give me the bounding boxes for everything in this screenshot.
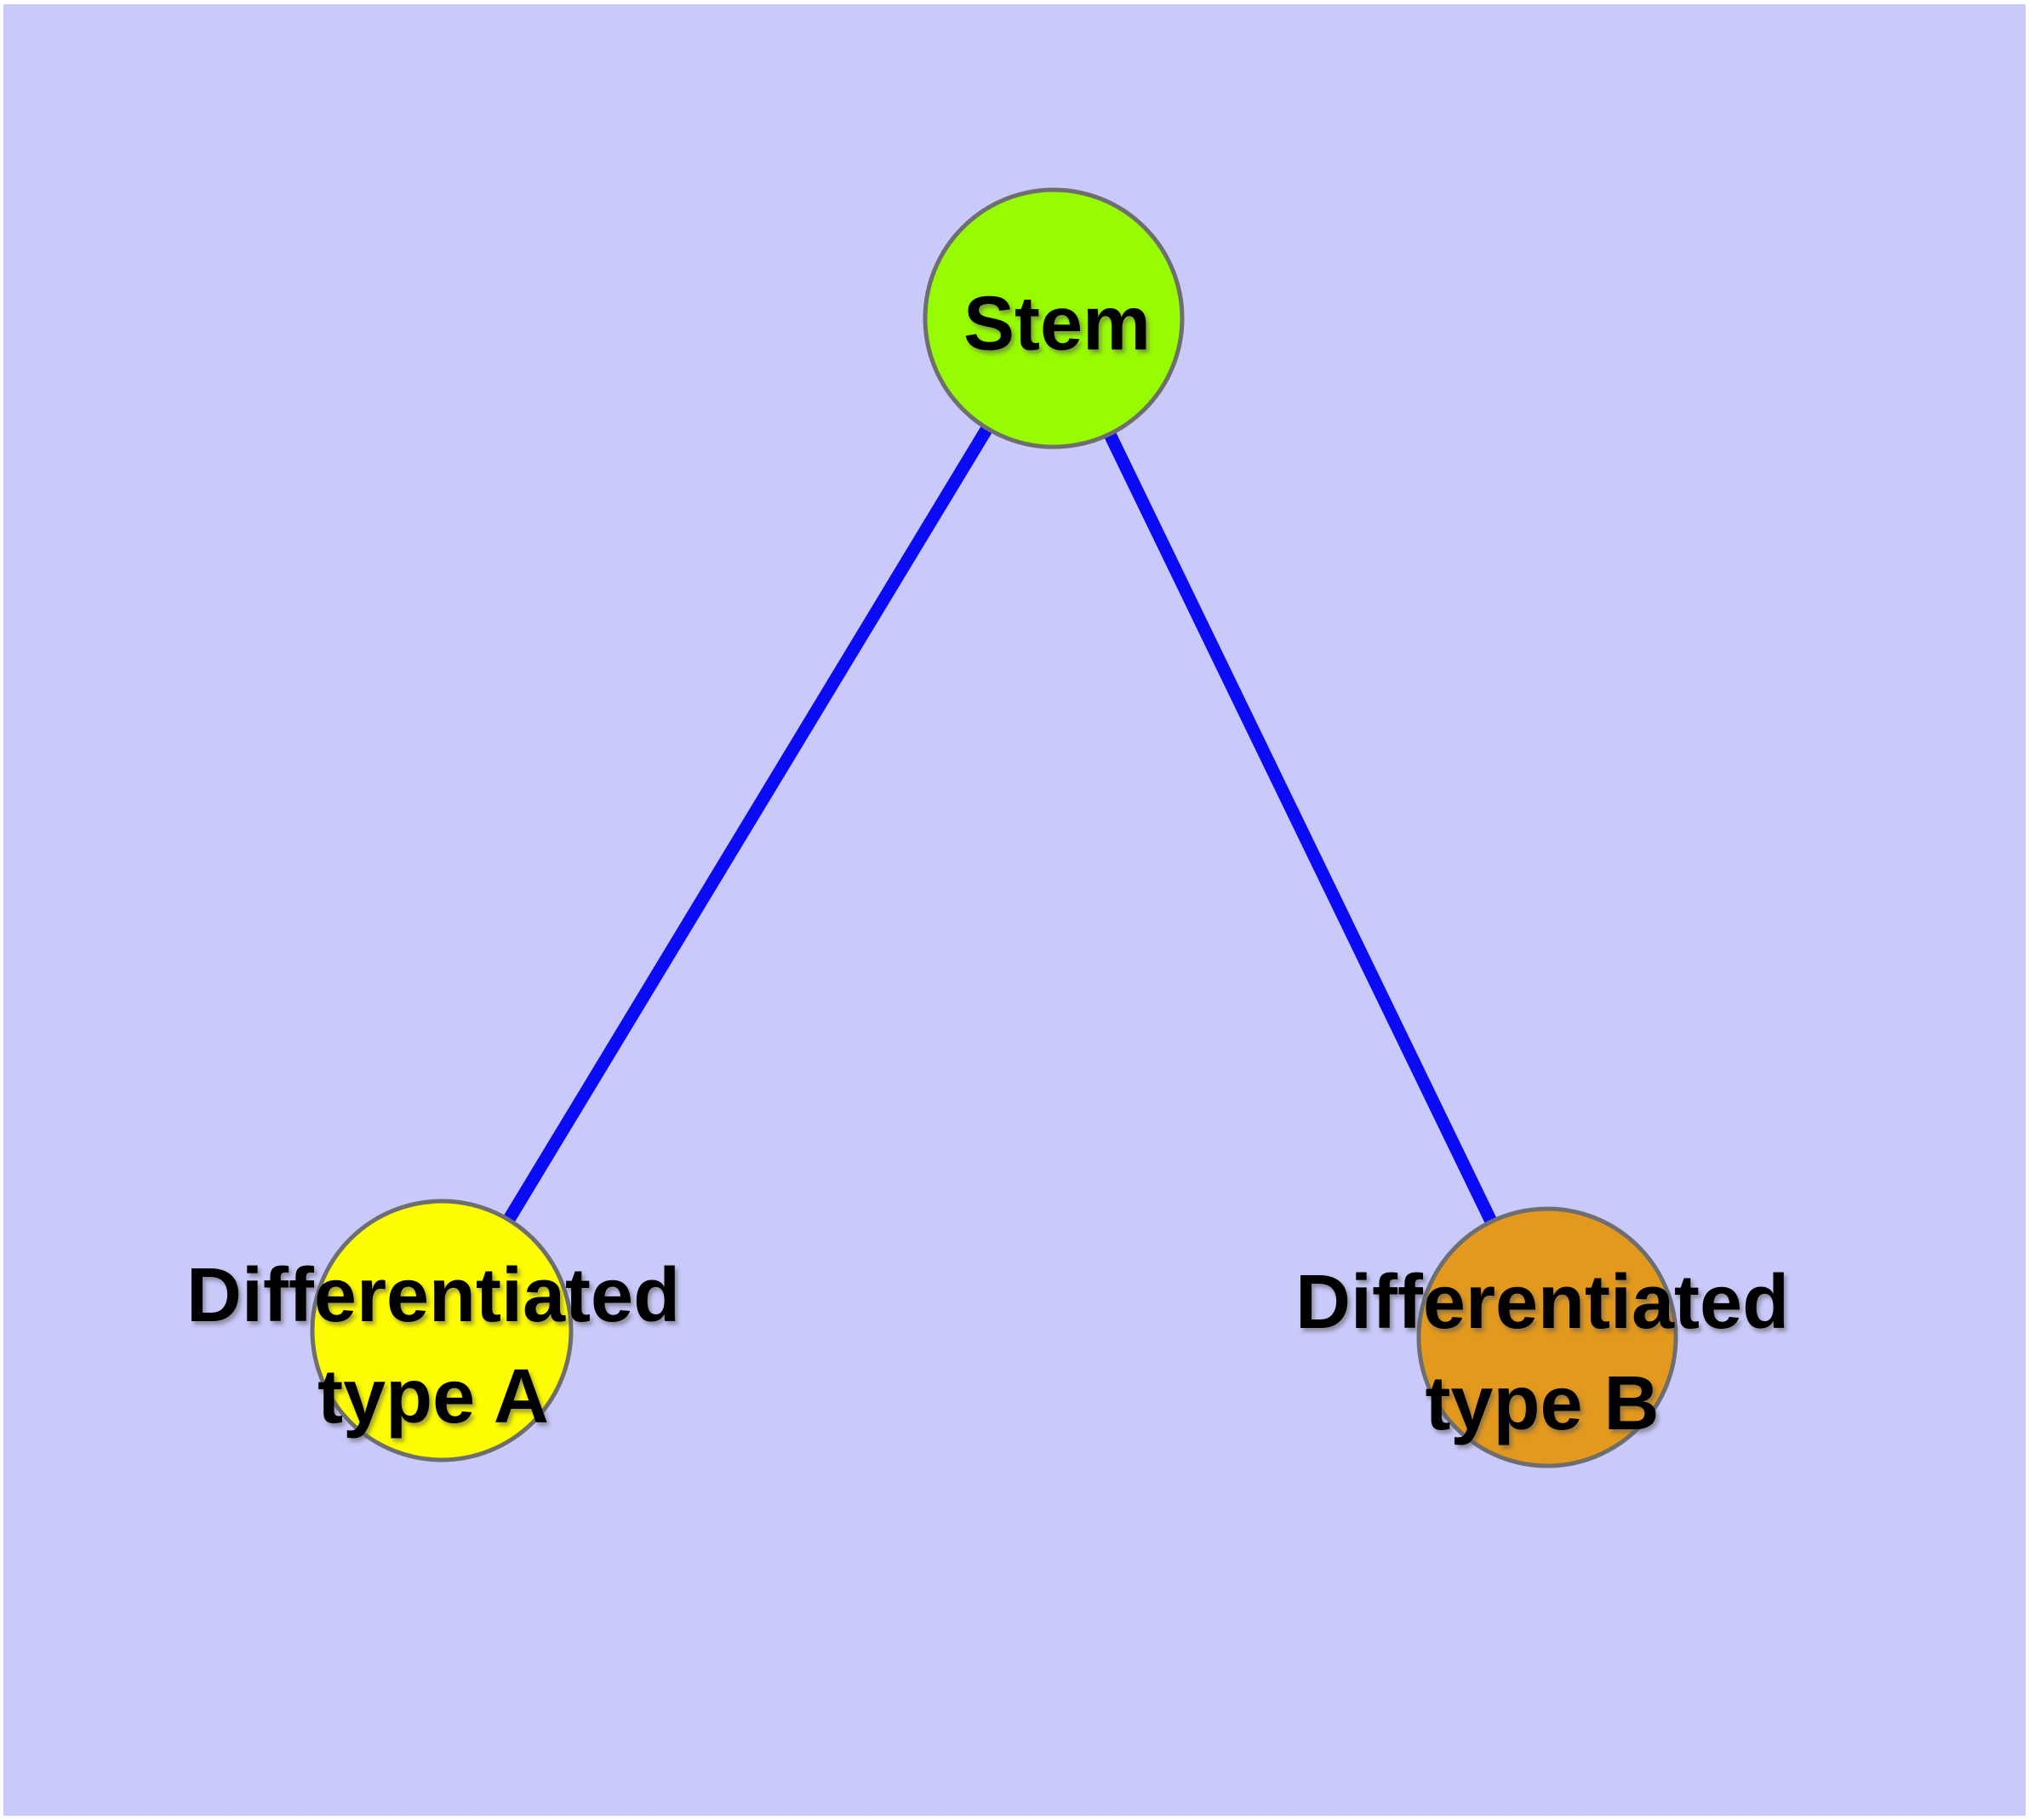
- node-stem-label: Stem: [963, 281, 1152, 367]
- node-type-b-circle: [1416, 1206, 1678, 1468]
- node-stem-circle: [923, 187, 1185, 449]
- edge-stem-to-type-b: [1048, 315, 1553, 1341]
- edge-stem-to-type-a: [436, 315, 1060, 1334]
- diagram-canvas: Stem Differentiated type A Differentiate…: [3, 4, 2026, 1816]
- node-type-a-label: Differentiated type A: [186, 1253, 681, 1439]
- node-type-b-label: Differentiated type B: [1295, 1260, 1790, 1446]
- graph-svg: [3, 4, 2026, 1816]
- node-type-a-circle: [310, 1199, 574, 1462]
